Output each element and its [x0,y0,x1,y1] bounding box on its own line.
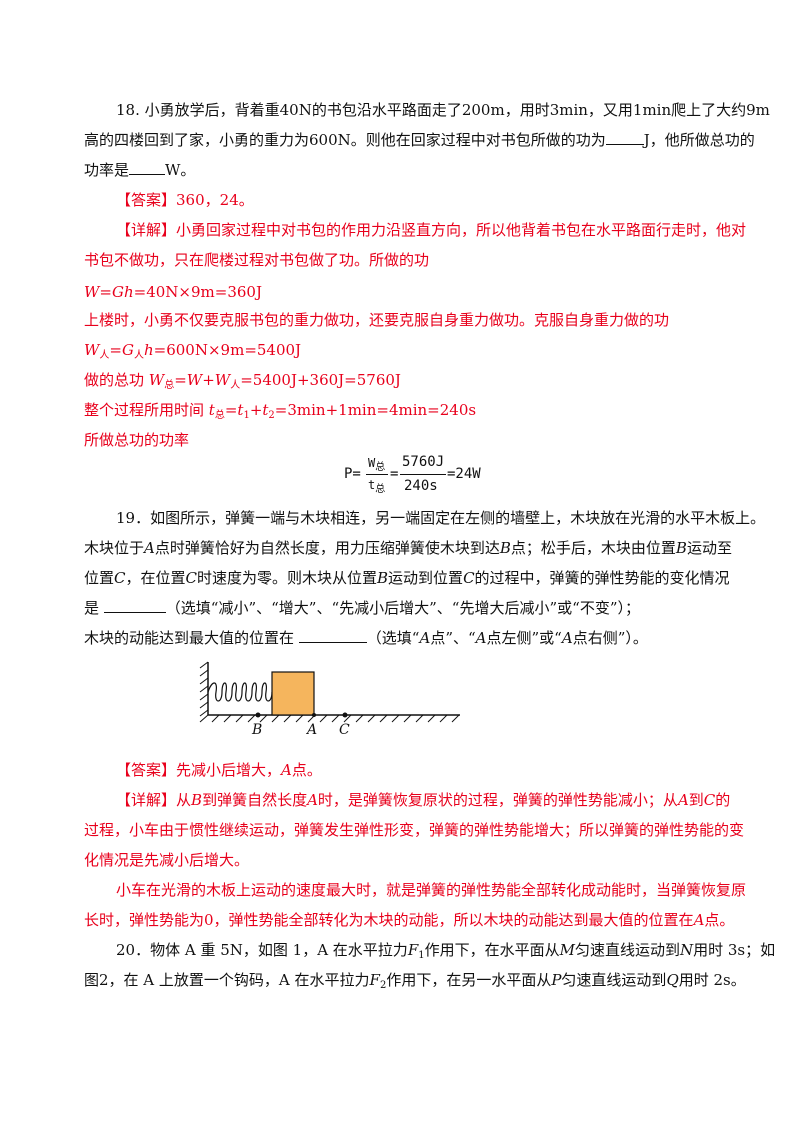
spring-block-figure: B A C [199,661,460,738]
point-c [342,712,348,718]
q18-detail-2: 书包不做功，只在爬楼过程对书包做了功。所做的功 [84,251,430,269]
q18-detail-1: 【详解】小勇回家过程中对书包的作用力沿竖直方向，所以他背着书包在水平路面行走时，… [116,221,747,239]
formula-eq: = [390,466,399,482]
q19-line-5: 木块的动能达到最大值的位置在 （选填“A点”、“A点左侧”或“A点右侧”）。 [84,628,648,647]
q18-line-1: 18. 小勇放学后，背着重40N的书包沿水平路面走了200m，用时3min，又用… [116,101,770,119]
formula-bar2 [400,474,446,475]
formula-result: =24W [447,466,481,482]
q18-detail-6: 所做总功的功率 [84,431,190,449]
q18-detail-3: 上楼时，小勇不仅要克服书包的重力做功，还要克服自身重力做功。克服自身重力做的功 [84,311,670,329]
q19-detail-3: 化情况是先减小后增大。 [84,851,250,869]
q19-detail-4: 小车在光滑的木板上运动的速度最大时，就是弹簧的弹性势能全部转化成动能时，当弹簧恢… [116,881,747,899]
q19-blank-energy[interactable] [103,598,166,613]
label-a: A [305,722,317,738]
label-c: C [339,722,350,738]
formula-bar1 [366,474,388,475]
q18-eq-1: W=Gh=40N×9m=360J [84,283,262,301]
q18-eq-2: W人=G人h=600N×9m=5400J [84,341,302,361]
q19-answer: 【答案】先减小后增大，A点。 [116,761,322,779]
q18-blank-work[interactable] [605,130,644,145]
point-a [312,713,316,717]
q19-line-4: 是 （选填“减小”、“增大”、“先减小后增大”、“先增大后减小”或“不变”）； [84,598,640,617]
spring-coil [207,682,273,702]
formula-num1: W总 [368,456,386,473]
point-b [255,712,261,718]
q18-blank-power[interactable] [129,160,166,175]
q18-eq-3: 做的总功 W总=W+W人=5400J+360J=5760J [84,371,401,391]
formula-den1: t总 [368,478,386,495]
q19-line-1: 19．如图所示，弹簧一端与木块相连，另一端固定在左侧的墙壁上，木块放在光滑的水平… [116,509,766,527]
q19-line-3: 位置C，在位置C时速度为零。则木块从位置B运动到位置C的过程中，弹簧的弹性势能的… [84,569,730,587]
floor-hatch [199,714,460,723]
formula-lhs: P= [344,466,361,482]
q18-answer: 【答案】360，24。 [116,191,254,209]
label-b: B [251,722,262,738]
formula-num2: 5760J [402,454,445,470]
q19-detail-5: 长时，弹性势能为0，弹性势能全部转化为木块的动能，所以木块的动能达到最大值的位置… [84,911,735,929]
q18-eq-4: 整个过程所用时间 t总=t1+t2=3min+1min=4min=240s [84,401,477,421]
q19-detail-2: 过程，小车由于惯性继续运动，弹簧发生弹性形变，弹簧的弹性势能增大；所以弹簧的弹性… [84,821,745,839]
q20-line-1: 20．物体 A 重 5N，如图 1，A 在水平拉力F1作用下，在水平面从M匀速直… [116,941,776,961]
formula-den2: 240s [404,478,438,494]
q19-blank-position[interactable] [298,628,367,643]
wood-block [271,671,315,716]
q20-line-2: 图2，在 A 上放置一个钩码，A 在水平拉力F2作用下，在另一水平面从P匀速直线… [84,971,746,991]
wall-hatch [199,661,209,717]
q19-line-2: 木块位于A点时弹簧恰好为自然长度，用力压缩弹簧使木块到达B点；松手后，木块由位置… [84,539,732,557]
q19-detail-1: 【详解】从B到弹簧自然长度A时，是弹簧恢复原状的过程，弹簧的弹性势能减小；从A到… [116,791,731,809]
